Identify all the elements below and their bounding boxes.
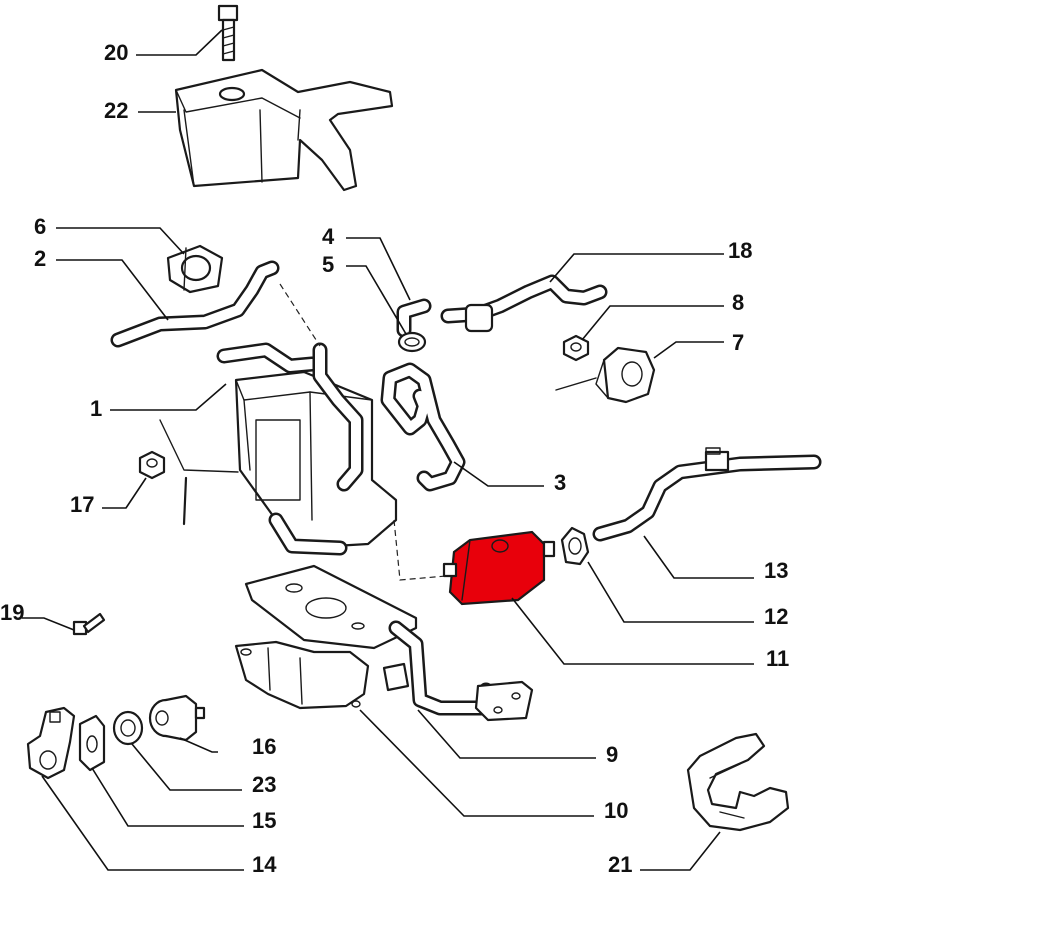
leader-lines [22,29,754,871]
callout-23: 23 [252,772,276,797]
part-gasket-15 [78,714,106,772]
callout-3: 3 [554,470,566,495]
callout-21: 21 [608,852,632,877]
part-hose-pipe-18 [440,274,608,333]
part-rubber-mount-16 [148,694,206,742]
part-bracket-14 [26,706,76,780]
alignment-line [279,283,321,347]
part-hose-loop-3 [380,362,466,492]
callout-18: 18 [728,238,752,263]
callout-6: 6 [34,214,46,239]
part-mounting-bracket-9 [382,620,534,722]
callout-12: 12 [764,604,788,629]
callout-9: 9 [606,742,618,767]
callout-20: 20 [104,40,128,65]
part-nut-17 [138,450,166,480]
part-bolt-20 [217,4,239,62]
part-exhaust-pipe-13 [592,447,822,542]
callout-4: 4 [322,224,335,249]
part-hose-2 [110,260,280,348]
part-nut-8 [562,334,590,362]
part-support-10 [234,640,370,710]
callout-7: 7 [732,330,744,355]
part-support-plate [244,564,418,650]
alignment-line [393,519,447,581]
callout-11: 11 [766,646,789,671]
callout-5: 5 [322,252,334,277]
callout-1: 1 [90,396,102,421]
part-heat-shield-22 [174,68,394,192]
part-hose-clamp-6 [166,244,224,294]
callout-17: 17 [70,492,94,517]
part-silencer-11 [442,530,556,606]
callout-2: 2 [34,246,46,271]
callout-13: 13 [764,558,788,583]
callout-16: 16 [252,734,276,759]
part-bracket-clip-7 [555,346,656,404]
callout-22: 22 [104,98,128,123]
callout-10: 10 [604,798,628,823]
callout-19: 19 [0,600,24,625]
callout-14: 14 [252,852,277,877]
part-heater-unit-1 [159,342,398,556]
part-clamp-5 [397,331,427,353]
part-screw-19 [72,612,106,636]
callout-15: 15 [252,808,276,833]
part-pipe-clamp-12 [560,526,590,566]
part-cable-clip-21 [686,732,790,832]
part-hose-elbow-4 [396,298,432,338]
callout-8: 8 [732,290,744,315]
part-washer-23 [112,710,144,746]
callout-labels: 20 22 6 2 4 5 18 8 7 1 3 17 13 12 19 11 … [0,40,789,877]
